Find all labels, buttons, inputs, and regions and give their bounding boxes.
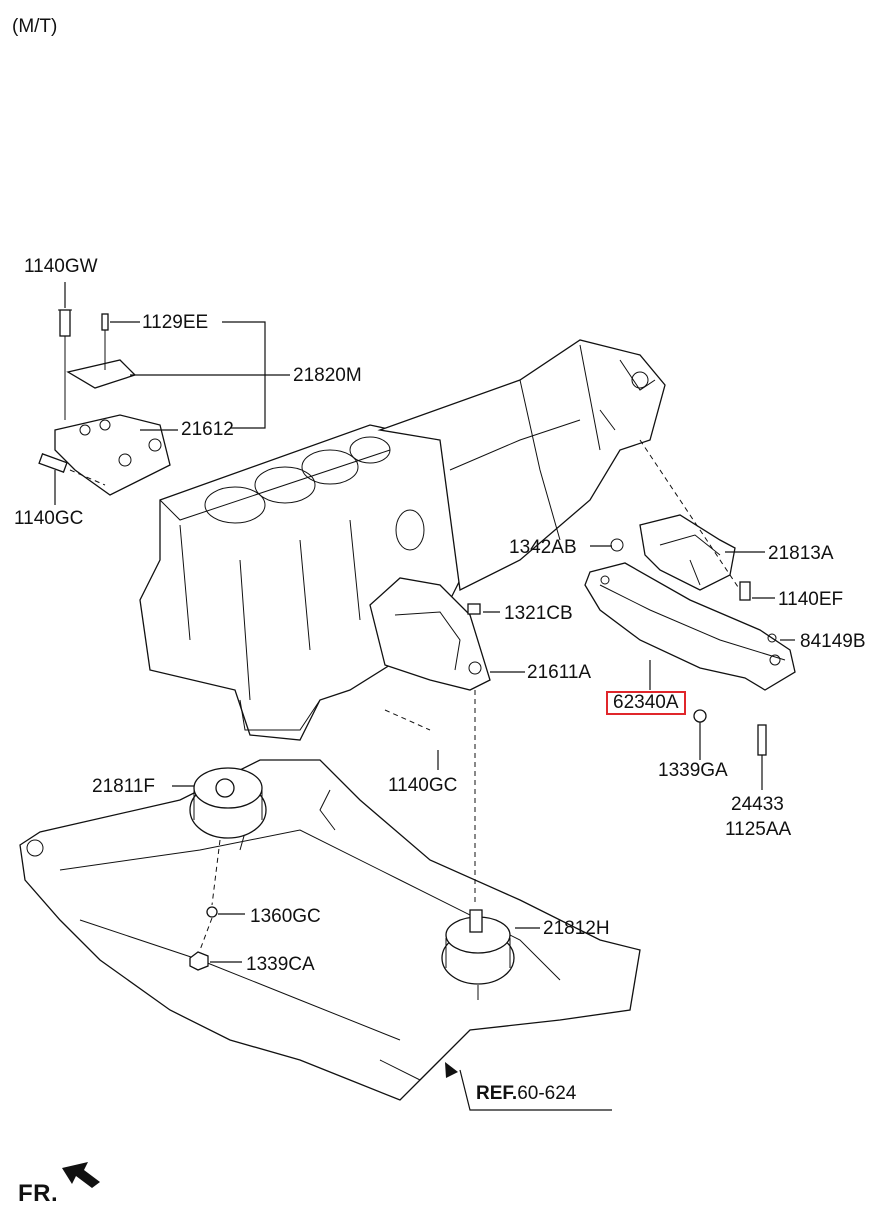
callout-62340A[interactable]: 62340A [606,691,686,715]
reference-label[interactable]: REF.60-624 [476,1083,576,1105]
callout-21820M[interactable]: 21820M [293,365,362,386]
callout-24433[interactable]: 24433 [731,794,784,815]
callout-84149B[interactable]: 84149B [800,631,866,652]
front-arrow-icon [62,1162,100,1188]
subframe-drawing [19,759,641,1101]
reference-number: 60-624 [517,1083,577,1104]
transmission-drawing [377,339,666,591]
callout-21812H[interactable]: 21812H [543,918,610,939]
mount-bracket-21611A-drawing [369,577,491,691]
variant-label: (M/T) [12,16,58,37]
mount-21812H-drawing [441,909,515,1000]
callout-1339CA[interactable]: 1339CA [246,954,315,975]
callout-1140GC-mid[interactable]: 1140GC [388,775,458,796]
callout-1140GW[interactable]: 1140GW [24,256,98,277]
leader-lines [54,282,795,1111]
callout-21611A[interactable]: 21611A [527,662,592,683]
callout-1140GC-left[interactable]: 1140GC [14,508,84,529]
callout-21811F[interactable]: 21811F [92,776,156,797]
reference-prefix: REF. [476,1083,518,1104]
callout-1129EE[interactable]: 1129EE [142,312,209,333]
reference-arrow-icon [445,1062,458,1078]
callout-1321CB[interactable]: 1321CB [504,603,573,624]
support-member-62340A-drawing [584,562,796,756]
callout-21612[interactable]: 21612 [181,419,234,440]
callout-1140EF[interactable]: 1140EF [778,589,844,610]
callout-1339GA[interactable]: 1339GA [658,760,728,781]
callout-1342AB[interactable]: 1342AB [509,537,577,558]
front-label: FR. [18,1180,59,1207]
mount-21811F-drawing [189,767,267,971]
upper-left-bracket-drawing [38,309,171,496]
callout-1125AA[interactable]: 1125AA [725,819,792,840]
callout-1360GC[interactable]: 1360GC [250,906,321,927]
callout-21813A[interactable]: 21813A [768,543,834,564]
